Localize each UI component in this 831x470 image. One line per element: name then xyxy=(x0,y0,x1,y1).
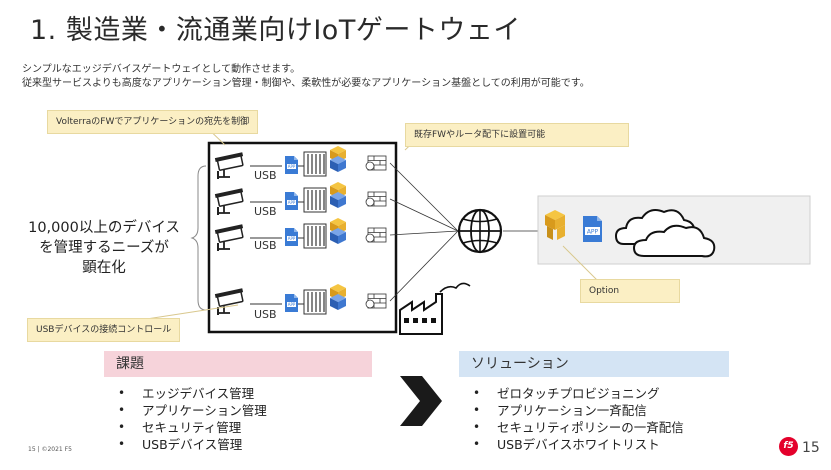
server-icon xyxy=(303,289,327,315)
device-needs-line-1: 10,000以上のデバイス xyxy=(28,220,180,236)
firewall-icon xyxy=(365,191,387,207)
usb-label-3: USB xyxy=(254,239,277,252)
solutions-heading: ソリューション xyxy=(459,351,729,377)
issues-panel: 課題 エッジデバイス管理 アプリケーション管理 セキュリティ管理 USBデバイス… xyxy=(104,351,372,461)
volterra-cube-icon xyxy=(330,182,346,208)
app-icon xyxy=(285,294,298,312)
device-needs-label: 10,000以上のデバイス を管理するニーズが 顕在化 xyxy=(18,218,190,278)
globe-icon xyxy=(457,208,503,254)
callout-router: 既存FWやルータ配下に設置可能 xyxy=(405,123,629,147)
list-item: アプリケーション一斉配信 xyxy=(473,402,729,419)
app-icon xyxy=(285,228,298,246)
description-line-1: シンプルなエッジデバイスゲートウェイとして動作させます。 xyxy=(22,64,301,75)
list-item: USBデバイス管理 xyxy=(118,436,372,453)
camera-icon xyxy=(213,187,245,216)
f5-logo: f5 xyxy=(779,437,798,456)
app-icon-large: APP xyxy=(583,216,602,242)
callout-usb: USBデバイスの接続コントロール xyxy=(27,318,181,342)
issues-list: エッジデバイス管理 アプリケーション管理 セキュリティ管理 USBデバイス管理 xyxy=(104,377,372,453)
app-icon xyxy=(285,156,298,174)
callout-option: Option xyxy=(580,279,680,303)
firewall-icon xyxy=(365,227,387,243)
list-item: セキュリティポリシーの一斉配信 xyxy=(473,419,729,436)
chevron-right-icon xyxy=(400,376,442,426)
device-needs-line-3: 顕在化 xyxy=(82,260,126,276)
camera-icon xyxy=(213,223,245,252)
page-title: 1. 製造業・流通業向けIoTゲートウェイ xyxy=(30,15,521,46)
server-icon xyxy=(303,223,327,249)
callout-fw: VolterraのFWでアプリケーションの宛先を制御 xyxy=(47,110,259,134)
device-needs-line-2: を管理するニーズが xyxy=(39,240,169,256)
usb-label-2: USB xyxy=(254,205,277,218)
list-item: USBデバイスホワイトリスト xyxy=(473,436,729,453)
solutions-panel: ソリューション ゼロタッチプロビジョニング アプリケーション一斉配信 セキュリテ… xyxy=(459,351,729,461)
description-line-2: 従来型サービスよりも高度なアプリケーション管理・制御や、柔軟性が必要なアプリケー… xyxy=(22,78,590,89)
server-icon xyxy=(303,187,327,213)
factory-icon xyxy=(399,282,471,335)
app-icon xyxy=(285,192,298,210)
camera-icon xyxy=(213,287,245,316)
list-item: ゼロタッチプロビジョニング xyxy=(473,385,729,402)
camera-icon xyxy=(213,151,245,180)
volterra-cube-icon xyxy=(330,218,346,244)
firewall-icon xyxy=(365,293,387,309)
issues-heading: 課題 xyxy=(104,351,372,377)
list-item: エッジデバイス管理 xyxy=(118,385,372,402)
volterra-node-icon xyxy=(545,210,565,240)
server-icon xyxy=(303,151,327,177)
firewall-icon xyxy=(365,155,387,171)
usb-label-1: USB xyxy=(254,169,277,182)
solutions-list: ゼロタッチプロビジョニング アプリケーション一斉配信 セキュリティポリシーの一斉… xyxy=(459,377,729,453)
volterra-cube-icon xyxy=(330,284,346,310)
svg-text:APP: APP xyxy=(587,229,599,236)
list-item: アプリケーション管理 xyxy=(118,402,372,419)
copyright: 15 | ©2021 F5 xyxy=(28,446,72,453)
volterra-cube-icon xyxy=(330,146,346,172)
cloud-icon xyxy=(614,209,716,258)
list-item: セキュリティ管理 xyxy=(118,419,372,436)
page-number: 15 xyxy=(802,440,820,456)
usb-label-4: USB xyxy=(254,308,277,321)
